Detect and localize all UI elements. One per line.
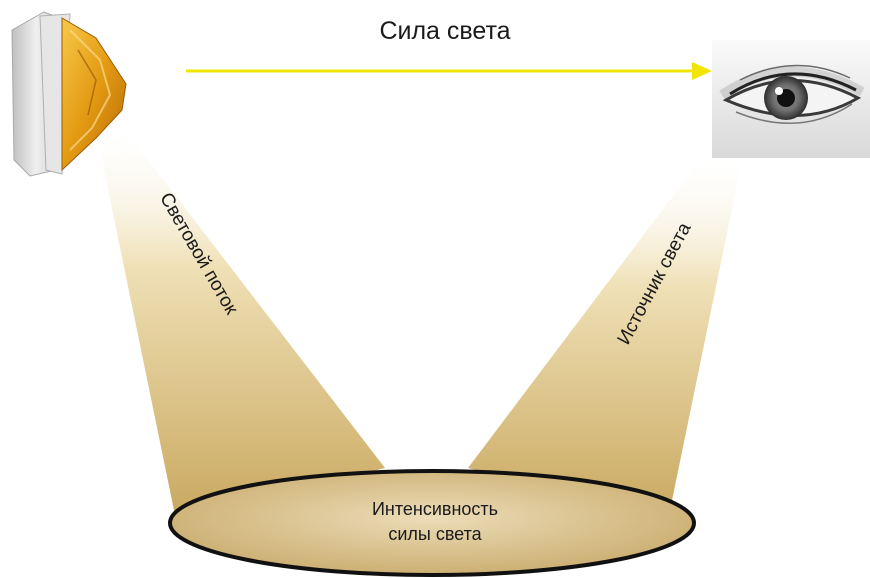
intensity-label-line1: Интенсивность [371,499,499,519]
intensity-label: Интенсивность силы света [310,497,560,547]
eye-icon [712,40,870,158]
intensity-ellipse [168,469,696,577]
diagram-title: Сила света [379,17,511,45]
intensity-label-line2: силы света [388,524,482,544]
lamp-icon [11,11,127,177]
light-source-beam [468,160,742,520]
light-intensity-arrow [186,62,712,80]
luminous-flux-beam [100,130,385,520]
